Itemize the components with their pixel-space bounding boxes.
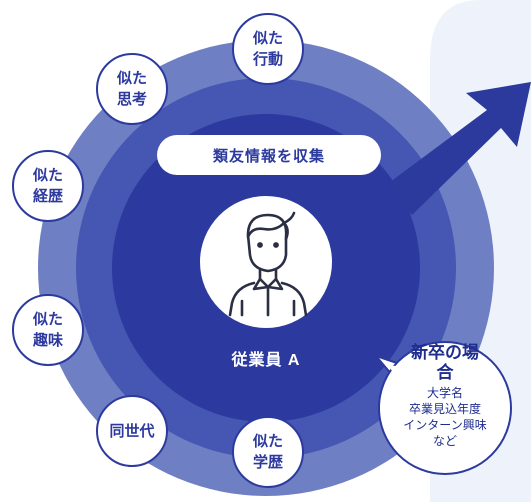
callout-bubble bbox=[375, 341, 512, 475]
callout-detail-etc: など bbox=[432, 434, 457, 448]
employee-avatar bbox=[200, 196, 332, 328]
callout-detail-internship: インターン興味 bbox=[403, 418, 487, 432]
callout-title-line1: 新卒の場 bbox=[411, 343, 479, 362]
node-similar-education-line1: 似た bbox=[252, 433, 283, 450]
node-similar-behavior: 似た 行動 bbox=[232, 13, 304, 85]
node-similar-hobby-line1: 似た bbox=[32, 311, 63, 328]
callout-detail-university: 大学名 bbox=[426, 386, 463, 400]
collect-info-pill: 類友情報を収集 bbox=[157, 135, 381, 175]
node-similar-behavior-line2: 行動 bbox=[252, 51, 283, 68]
node-similar-career-line1: 似た bbox=[32, 167, 63, 184]
node-same-generation: 同世代 bbox=[96, 395, 168, 467]
node-similar-behavior-line1: 似た bbox=[252, 30, 283, 47]
callout-detail-graduation-year: 卒業見込年度 bbox=[408, 402, 481, 416]
collect-info-label: 類友情報を収集 bbox=[212, 147, 325, 165]
employee-label: 従業員 A bbox=[231, 352, 301, 369]
node-similar-thinking-line2: 思考 bbox=[116, 91, 147, 108]
callout-title-line2: 合 bbox=[436, 363, 454, 382]
node-similar-career: 似た 経歴 bbox=[12, 150, 84, 222]
node-similar-thinking: 似た 思考 bbox=[96, 53, 168, 125]
node-similar-education-line2: 学歴 bbox=[252, 454, 283, 471]
new-grad-callout: 新卒の場 合 大学名 卒業見込年度 インターン興味 など bbox=[382, 343, 508, 449]
node-same-generation-line1: 同世代 bbox=[109, 422, 155, 440]
node-similar-hobby-line2: 趣味 bbox=[32, 332, 63, 349]
growth-arrow bbox=[386, 82, 531, 215]
node-similar-career-line2: 経歴 bbox=[32, 188, 63, 205]
callout-detail: 大学名 卒業見込年度 インターン興味 など bbox=[382, 385, 508, 449]
person-icon bbox=[228, 211, 308, 317]
node-similar-hobby: 似た 趣味 bbox=[12, 294, 84, 366]
node-similar-education: 似た 学歴 bbox=[232, 416, 304, 488]
node-similar-thinking-line1: 似た bbox=[116, 70, 147, 87]
